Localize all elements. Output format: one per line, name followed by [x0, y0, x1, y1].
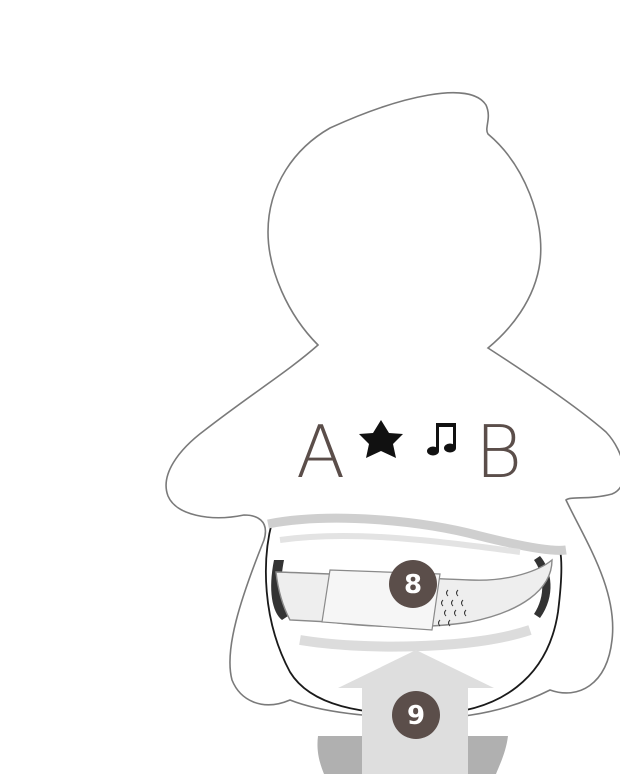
letter-a: A	[296, 410, 345, 494]
velcro-patch	[438, 589, 467, 627]
letter-b: B	[475, 410, 522, 494]
pouch-rim-inner	[279, 532, 521, 555]
step-badge-8: 8	[389, 560, 437, 608]
pouch-lower-fold	[299, 625, 532, 652]
step-number-8: 8	[404, 570, 422, 600]
pouch-rim	[267, 513, 567, 555]
music-note-icon	[427, 423, 456, 456]
step-badge-9: 9	[392, 691, 440, 739]
star-icon	[359, 420, 403, 458]
step-number-9: 9	[407, 701, 425, 731]
